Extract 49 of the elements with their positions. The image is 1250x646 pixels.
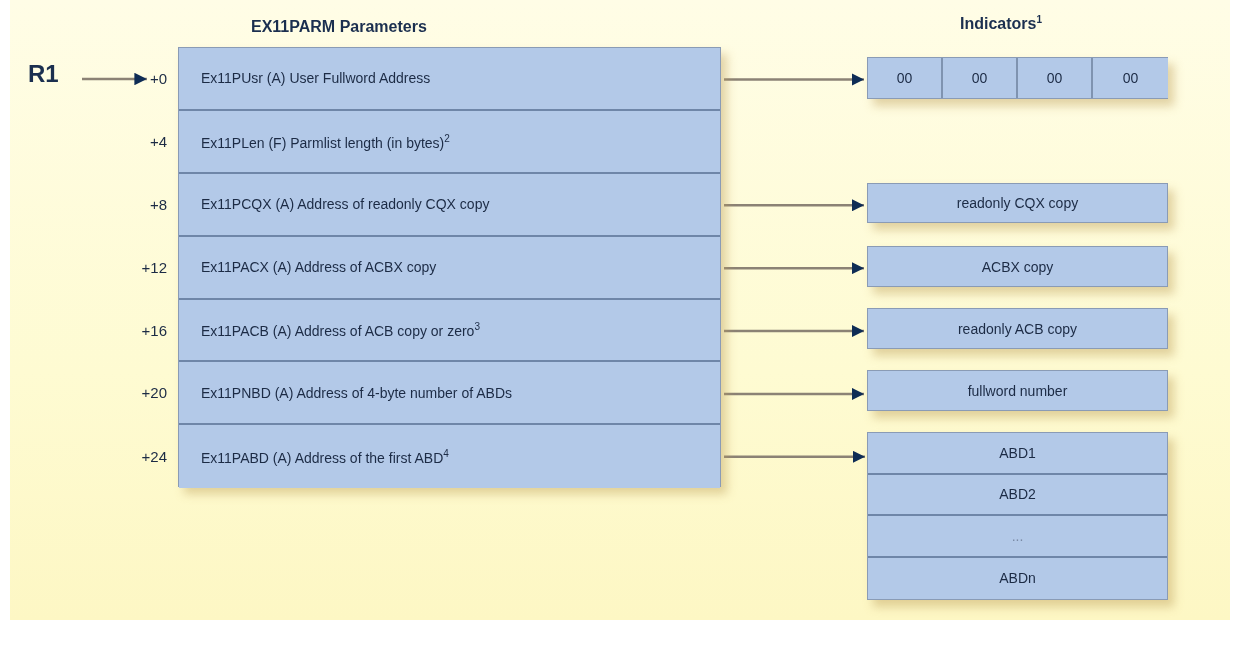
entry-label: ABDn <box>999 570 1036 587</box>
abd-entry <box>868 557 1167 599</box>
field-description: Ex11PLen (F) Parmlist length (in bytes)$^{2}$ <box>200 132 450 151</box>
abd-entry <box>868 474 1167 516</box>
arrow <box>724 450 865 464</box>
register-label: R1 <box>28 60 78 94</box>
field-description: Ex11PNBD (A) Address of 4-byte number of ABDs <box>200 384 512 401</box>
field-description: Ex11PABD (A) Address of the first ABD$^{4}$ <box>200 448 449 466</box>
entry-label: ABD2 <box>999 486 1036 503</box>
offset-label: +0 <box>149 69 167 87</box>
field-description: Ex11PUsr (A) User Fullword Address <box>200 70 431 87</box>
field-description: Ex11PACB (A) Address of ACB copy or zero$^{3}$ <box>200 321 480 339</box>
byte-value: 00 <box>1122 70 1139 86</box>
data-area <box>867 246 1168 287</box>
abd-list <box>867 432 1168 600</box>
area-label: readonly CQX copy <box>956 195 1079 211</box>
byte-value: 00 <box>971 70 988 86</box>
arrow <box>724 73 864 86</box>
offset-label: +24 <box>141 448 167 466</box>
entry-label: ... <box>1011 527 1024 544</box>
entry-label: ABD1 <box>999 444 1036 461</box>
section-heading: EX11PARM Parameters <box>251 18 427 36</box>
offset-label: +12 <box>141 258 167 276</box>
offset-label: +4 <box>149 132 167 150</box>
field-description: Ex11PCQX (A) Address of readonly CQX copy <box>200 196 490 213</box>
arrow <box>724 324 864 338</box>
data-area <box>867 370 1168 411</box>
offset-label: +8 <box>149 195 167 213</box>
offset-label: +20 <box>141 384 167 402</box>
abd-entry <box>868 433 1167 475</box>
indicator-byte <box>943 58 1018 98</box>
byte-value: 00 <box>896 70 913 86</box>
data-area <box>867 308 1168 349</box>
section-heading: Indicators$^{1}$ <box>960 14 1043 34</box>
area-label: fullword number <box>967 382 1068 399</box>
arrow <box>724 387 864 401</box>
byte-value: 00 <box>1046 70 1063 86</box>
abd-entry <box>868 516 1167 558</box>
indicator-byte <box>1093 58 1168 98</box>
area-label: ACBX copy <box>981 258 1054 275</box>
field-description: Ex11PACX (A) Address of ACBX copy <box>200 259 437 276</box>
arrow <box>724 199 864 212</box>
arrow <box>724 261 864 275</box>
data-area <box>867 183 1168 223</box>
arrow <box>82 72 147 86</box>
indicator-byte <box>1018 58 1093 98</box>
indicator-byte <box>868 58 943 98</box>
area-label: readonly ACB copy <box>957 320 1078 337</box>
offset-label: +16 <box>141 321 167 339</box>
